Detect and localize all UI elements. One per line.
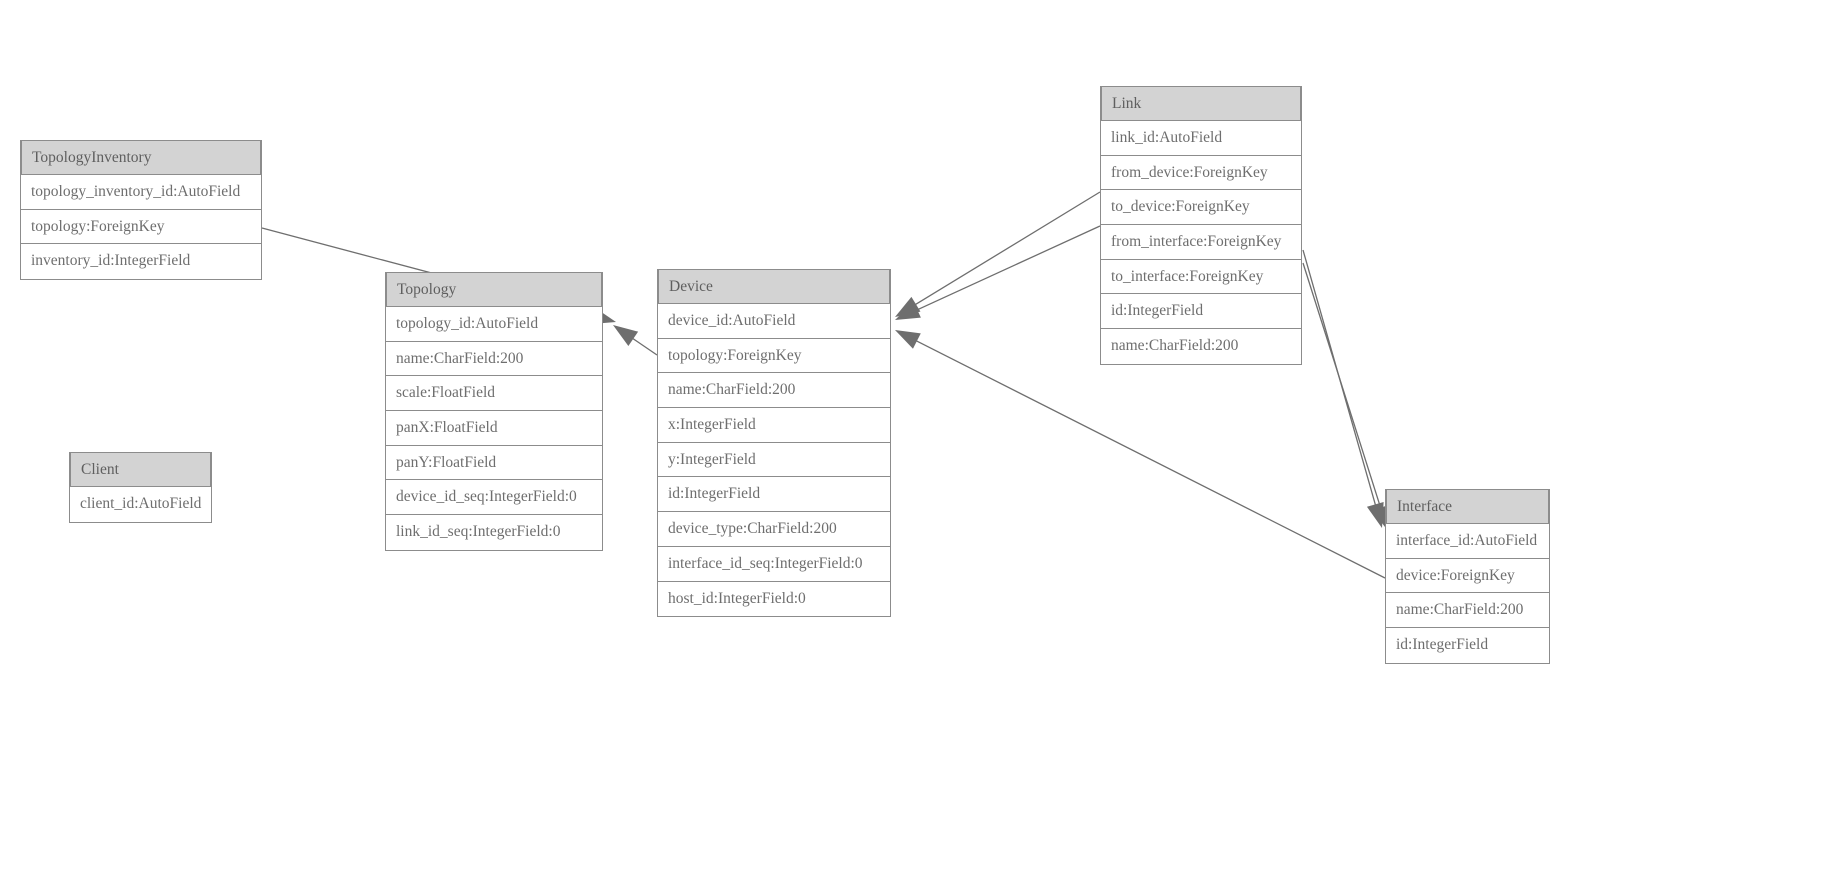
- entity-field: to_device:ForeignKey: [1101, 190, 1301, 226]
- entity-field: x:IntegerField: [658, 408, 890, 443]
- entity-field: panX:FloatField: [386, 411, 602, 446]
- entity-field: device:ForeignKey: [1386, 558, 1549, 594]
- entity-field: name:CharField:200: [658, 373, 890, 409]
- entity-field: id:IntegerField: [1101, 294, 1301, 330]
- relationship-line-link-to-device: [912, 225, 1101, 313]
- entity-field: panY:FloatField: [386, 445, 602, 481]
- entity-field: client_id:AutoField: [70, 487, 211, 522]
- relationship-line-interface-device: [912, 338, 1386, 579]
- entity-field: from_interface:ForeignKey: [1101, 225, 1301, 260]
- arrowhead-icon-link-from-interface: [1366, 502, 1384, 528]
- entity-field: topology_id:AutoField: [386, 307, 602, 342]
- entity-field: link_id:AutoField: [1101, 121, 1301, 156]
- entity-field: device_id_seq:IntegerField:0: [386, 480, 602, 516]
- entity-field: interface_id:AutoField: [1386, 524, 1549, 559]
- arrowhead-icon-interface-device: [895, 330, 921, 349]
- entity-field: scale:FloatField: [386, 376, 602, 412]
- entity-title-interface: Interface: [1386, 489, 1549, 524]
- entity-field: y:IntegerField: [658, 442, 890, 478]
- entity-field: name:CharField:200: [1386, 593, 1549, 629]
- entity-title-device: Device: [658, 269, 890, 304]
- entity-field: interface_id_seq:IntegerField:0: [658, 546, 890, 582]
- entity-field: name:CharField:200: [386, 341, 602, 377]
- entity-field: id:IntegerField: [658, 477, 890, 513]
- arrowhead-icon-device-topology: [613, 325, 639, 346]
- entity-field: id:IntegerField: [1386, 628, 1549, 663]
- entity-field: device_id:AutoField: [658, 304, 890, 339]
- arrowhead-icon-link-from-device: [895, 296, 921, 317]
- entity-field: topology:ForeignKey: [21, 209, 261, 245]
- relationship-line-link-to-interface: [1302, 262, 1383, 513]
- entity-field: topology_inventory_id:AutoField: [21, 175, 261, 210]
- entity-field: host_id:IntegerField:0: [658, 581, 890, 617]
- entity-field: to_interface:ForeignKey: [1101, 259, 1301, 295]
- relationship-line-link-from-device: [911, 191, 1101, 308]
- entity-field: topology:ForeignKey: [658, 338, 890, 374]
- entity-field: device_type:CharField:200: [658, 512, 890, 547]
- entity-title-client: Client: [70, 452, 211, 487]
- arrowhead-icon-link-to-device: [895, 301, 921, 320]
- entity-field: inventory_id:IntegerField: [21, 244, 261, 280]
- entity-field: name:CharField:200: [1101, 329, 1301, 364]
- relationship-line-link-from-interface: [1302, 249, 1378, 509]
- entity-field: from_device:ForeignKey: [1101, 155, 1301, 191]
- entity-title-link: Link: [1101, 86, 1301, 121]
- entity-field: link_id_seq:IntegerField:0: [386, 515, 602, 550]
- entity-title-topologyinventory: TopologyInventory: [21, 140, 261, 175]
- entity-title-topology: Topology: [386, 272, 602, 307]
- relationship-line-device-topology: [629, 335, 658, 356]
